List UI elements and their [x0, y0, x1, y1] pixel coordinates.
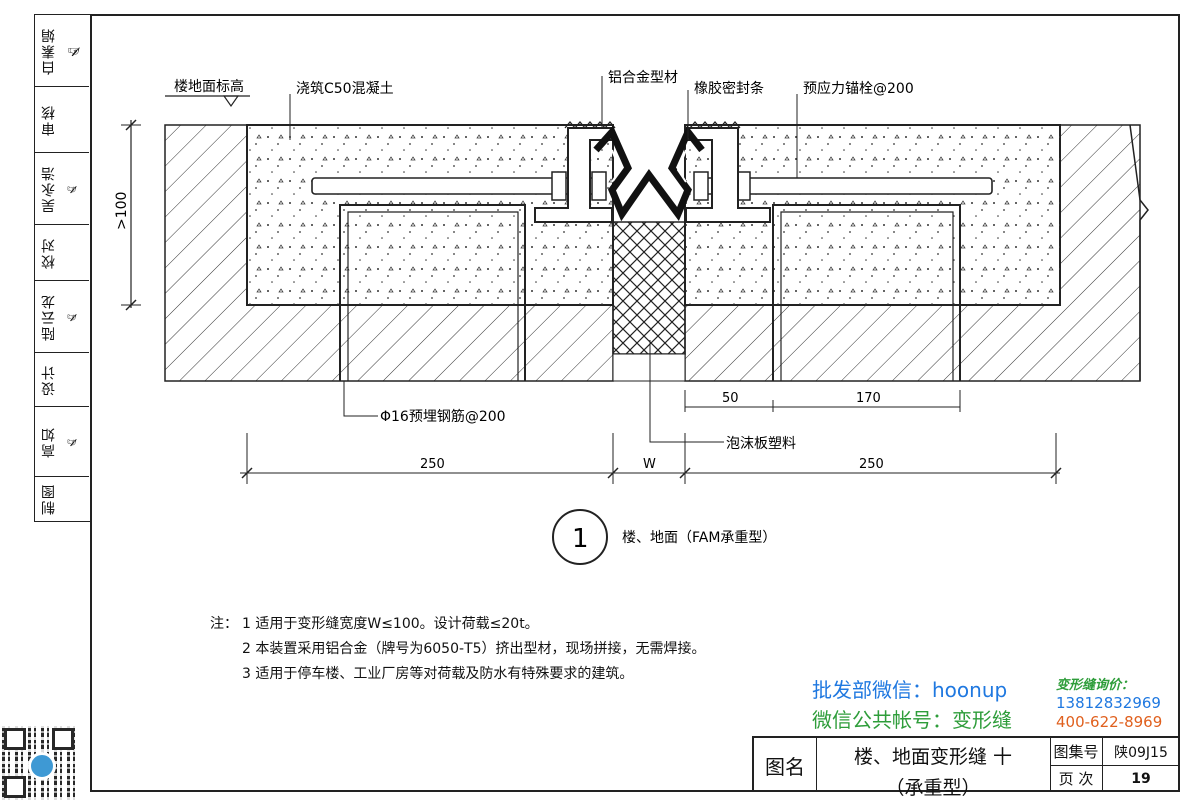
drawing-frame	[90, 14, 1180, 792]
watermark-price-label: 变形缝询价：	[1056, 678, 1135, 693]
rebar-right	[772, 204, 961, 381]
title-block: 图名 楼、地面变形缝 十 （承重型） 图集号 陕09J15 页 次 19	[752, 736, 1180, 799]
note-item: 3 适用于停车楼、工业厂房等对荷载及防水有特殊要求的建筑。	[242, 666, 634, 682]
sig-cell-2: 审核	[35, 87, 89, 153]
signature-column: 白素娟 ✍ 审核 吴永浩 ✍ 校对 陆云龙 ✍ 设计 高如 ✍ 制图	[34, 14, 90, 522]
label-rubber-seal: 橡胶密封条	[694, 80, 764, 97]
label-concrete: 浇筑C50混凝土	[296, 81, 394, 97]
page-value: 19	[1131, 770, 1151, 787]
atlas-value: 陕09J15	[1102, 738, 1180, 766]
title-name-line2: （承重型）	[885, 777, 981, 799]
label-dim-250-left: 250	[420, 457, 445, 472]
label-dim-170: 170	[856, 391, 881, 406]
label-floor-level: 楼地面标高	[174, 78, 244, 95]
sig-cell-5: 陆云龙 ✍	[35, 281, 89, 353]
rubber-seal-strip	[593, 125, 705, 222]
sig-cell-6: 设计	[35, 353, 89, 407]
aluminum-profile-right	[685, 127, 771, 223]
atlas-label: 图集号	[1050, 738, 1103, 766]
watermark-public-account: 微信公共帐号：变形缝	[812, 708, 1012, 732]
note-item: 2 本装置采用铝合金（牌号为6050-T5）挤出型材，现场拼接，无需焊接。	[242, 641, 706, 657]
page-label: 页 次	[1050, 765, 1103, 792]
label-dim-50: 50	[722, 391, 739, 406]
label-foam: 泡沫板塑料	[726, 436, 796, 452]
label-aluminum: 铝合金型材	[608, 70, 678, 86]
watermark-wechat: 批发部微信：hoonup	[812, 678, 1008, 702]
notes-block: 注： 1 适用于变形缝宽度W≤100。设计荷载≤20t。 2 本装置采用铝合金（…	[210, 612, 706, 687]
rebar-left	[339, 204, 526, 381]
foam-board	[612, 221, 686, 355]
label-rebar: Φ16预埋钢筋@200	[380, 408, 506, 425]
detail-number: 1	[572, 524, 589, 554]
sig-cell-3: 吴永浩 ✍	[35, 153, 89, 225]
title-name: 楼、地面变形缝 十 （承重型）	[816, 738, 1051, 799]
label-dim-250-right: 250	[859, 457, 884, 472]
watermark-phone-1: 13812832969	[1056, 694, 1161, 712]
title-name-label: 图名	[754, 738, 817, 792]
sig-cell-4: 校对	[35, 225, 89, 281]
qr-code-icon	[2, 726, 76, 800]
note-item: 1 适用于变形缝宽度W≤100。设计荷载≤20t。	[242, 616, 539, 632]
label-dim-w: W	[643, 457, 656, 472]
detail-number-circle	[552, 509, 608, 565]
sig-cell-7: 高如 ✍	[35, 407, 89, 477]
sig-cell-1: 白素娟 ✍	[35, 15, 89, 87]
notes-label: 注：	[210, 616, 238, 632]
detail-caption: 楼、地面（FAM承重型）	[622, 530, 776, 546]
label-height-dim: >100	[114, 192, 130, 230]
label-anchor-bolt: 预应力锚栓@200	[803, 80, 914, 97]
watermark-phone-2: 400-622-8969	[1056, 713, 1163, 731]
title-name-line1: 楼、地面变形缝 十	[853, 746, 1013, 768]
